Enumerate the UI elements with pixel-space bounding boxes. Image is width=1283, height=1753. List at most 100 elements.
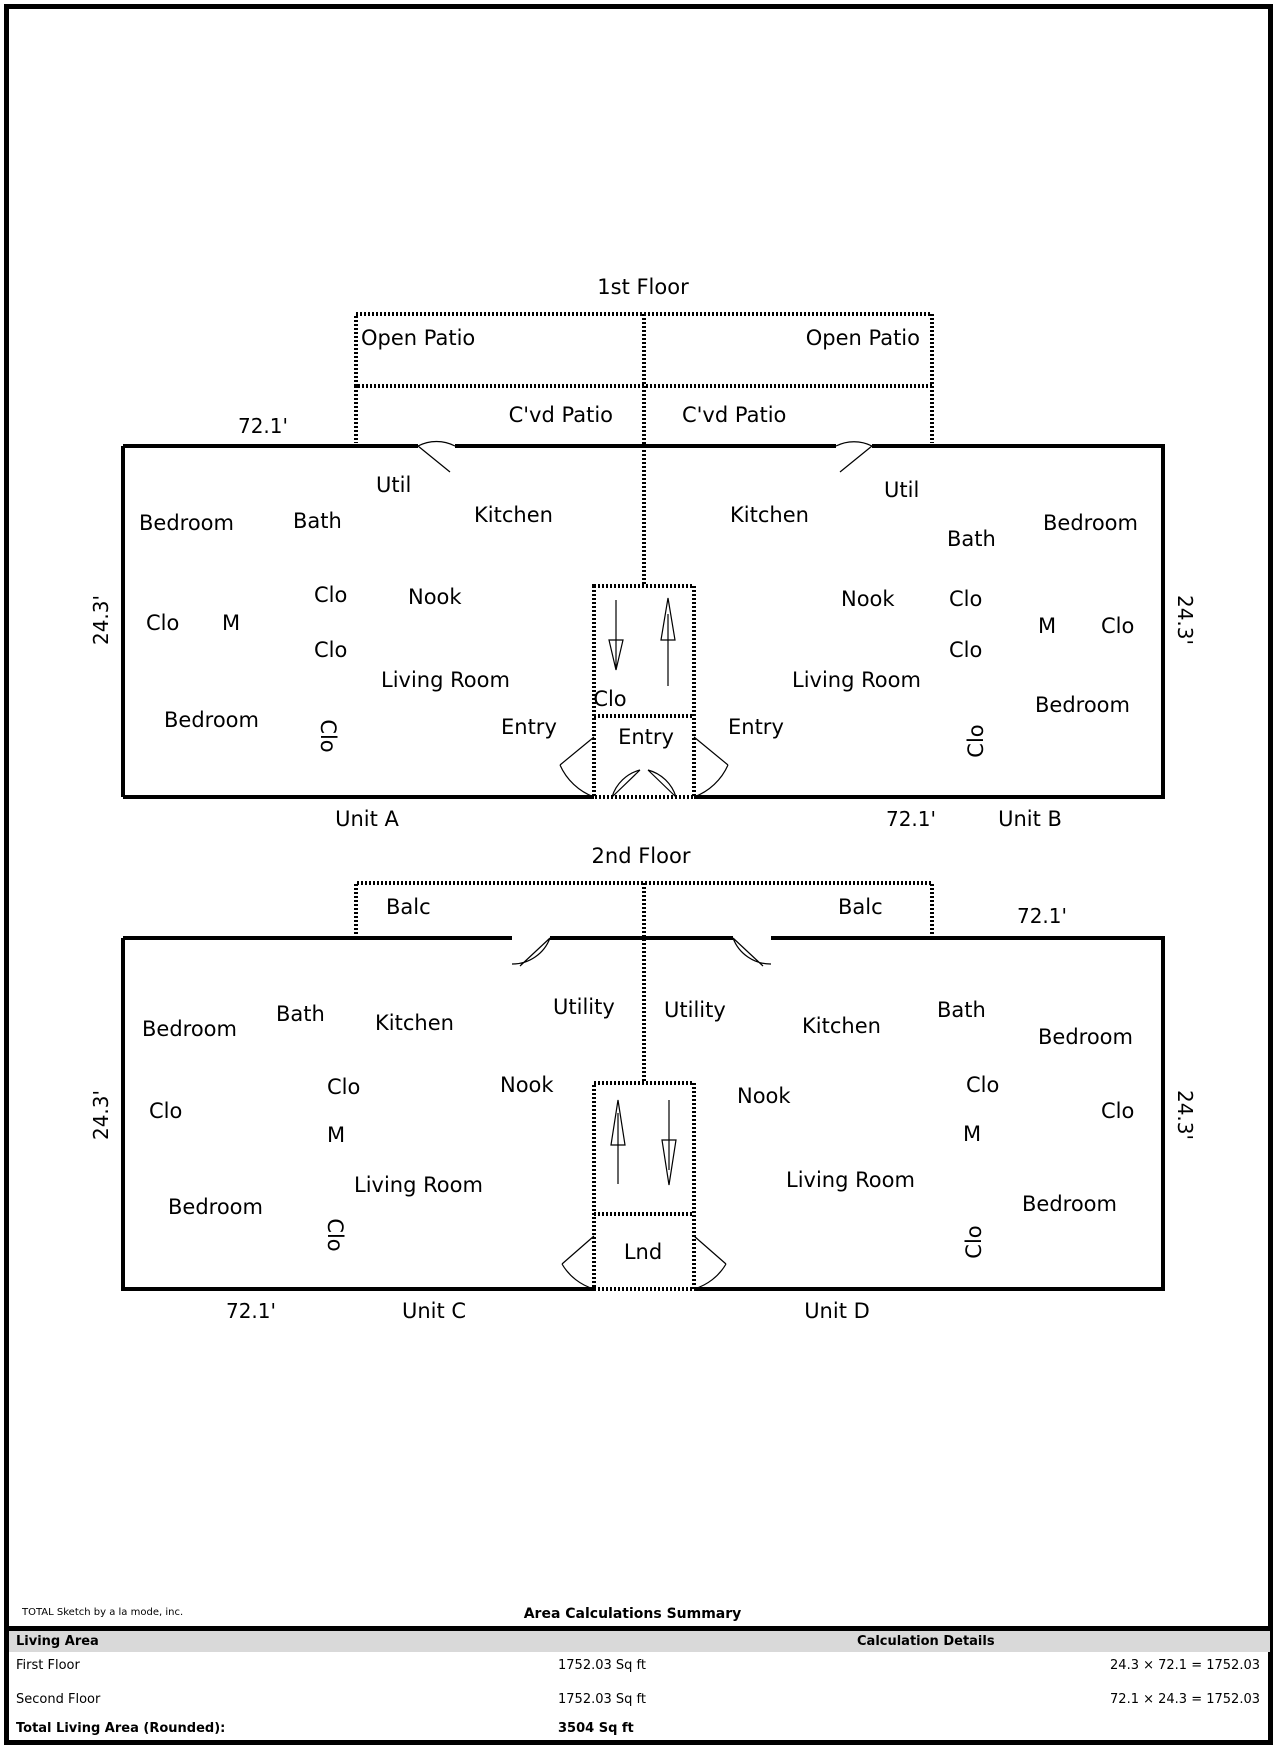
room-label: Entry — [501, 715, 557, 739]
door-swing-icon — [417, 440, 456, 473]
stair-well-2 — [592, 1081, 696, 1291]
cvd-patio-left-label: C'vd Patio — [509, 403, 613, 427]
first-floor-title: 1st Floor — [597, 275, 689, 299]
stair-well-1 — [592, 584, 696, 799]
row-calc: 72.1 × 24.3 = 1752.03 — [1110, 1692, 1260, 1707]
room-label: Kitchen — [730, 503, 809, 527]
room-label: Bath — [276, 1002, 325, 1026]
room-label: Bath — [947, 527, 996, 551]
room-label: Clo — [1101, 614, 1134, 638]
room-label: Clo — [949, 638, 982, 662]
room-label: Nook — [500, 1073, 554, 1097]
room-label: Bedroom — [142, 1017, 237, 1041]
room-label: Bath — [937, 998, 986, 1022]
floor-plan-sketch: 1st Floor Open Patio Open Patio C'vd Pat… — [89, 275, 1197, 1323]
total-label: Total Living Area (Rounded): — [16, 1721, 226, 1736]
summary-header: Living Area Calculation Details — [9, 1631, 1270, 1652]
total-row: Total Living Area (Rounded): 3504 Sq ft — [9, 1719, 1270, 1741]
door-swing-icon — [511, 937, 551, 967]
header-calculation-details: Calculation Details — [857, 1634, 995, 1649]
unit-a-label: Unit A — [335, 807, 399, 831]
unit-d-rooms: Utility Kitchen Bath Bedroom Nook Clo Cl… — [664, 998, 1134, 1259]
room-label: Bedroom — [139, 511, 234, 535]
room-label: Kitchen — [474, 503, 553, 527]
first-floor-outline — [123, 444, 1165, 799]
room-label: M — [327, 1123, 345, 1147]
header-living-area: Living Area — [16, 1634, 99, 1649]
room-label: Living Room — [381, 668, 510, 692]
area-summary-table: Living Area Calculation Details First Fl… — [9, 1626, 1270, 1745]
room-label: Bedroom — [1022, 1192, 1117, 1216]
room-label: Living Room — [792, 668, 921, 692]
room-label: Clo — [149, 1099, 182, 1123]
door-swing-icon — [611, 769, 641, 798]
dim-top-left: 72.1' — [238, 414, 288, 438]
room-label: Clo — [962, 1225, 986, 1258]
dim-left: 24.3' — [89, 595, 113, 645]
dim-left: 24.3' — [89, 1090, 113, 1140]
row-label: Second Floor — [16, 1692, 101, 1707]
room-label: M — [963, 1122, 981, 1146]
dim-top-right: 72.1' — [1017, 904, 1067, 928]
unit-b-rooms: Kitchen Util Bath Bedroom Nook Clo M Clo… — [728, 478, 1138, 758]
room-label: Bedroom — [168, 1195, 263, 1219]
unit-a-rooms: Bedroom Bath Kitchen Util Clo M Clo Nook… — [139, 473, 557, 753]
open-patio-left-label: Open Patio — [361, 326, 475, 350]
room-label: Clo — [966, 1073, 999, 1097]
cvd-patio-right-label: C'vd Patio — [682, 403, 786, 427]
summary-title: Area Calculations Summary — [523, 1606, 742, 1622]
room-label: Utility — [664, 998, 726, 1022]
room-label: Nook — [737, 1084, 791, 1108]
stair-arrow-up-icon — [660, 597, 676, 686]
shared-entry-label: Entry — [618, 725, 674, 749]
room-label: Clo — [314, 638, 347, 662]
room-label: Kitchen — [375, 1011, 454, 1035]
open-patio-right-label: Open Patio — [806, 326, 920, 350]
door-swing-icon — [835, 441, 873, 473]
door-swing-icon — [732, 937, 772, 967]
landing-label: Lnd — [624, 1240, 662, 1264]
dim-right: 24.3' — [1173, 1090, 1197, 1140]
room-label: Bath — [293, 509, 342, 533]
dim-bottom-right: 72.1' — [886, 807, 936, 831]
row-label: First Floor — [16, 1658, 80, 1673]
row-area: 1752.03 Sq ft — [558, 1658, 646, 1673]
balc-right-label: Balc — [838, 895, 883, 919]
door-swing-icon — [693, 1235, 727, 1290]
stair-arrow-down-icon — [608, 600, 624, 671]
dim-right: 24.3' — [1173, 595, 1197, 645]
unit-c-label: Unit C — [402, 1299, 466, 1323]
door-swing-icon — [693, 736, 729, 798]
room-label: Clo — [327, 1075, 360, 1099]
row-area: 1752.03 Sq ft — [558, 1692, 646, 1707]
row-calc: 24.3 × 72.1 = 1752.03 — [1110, 1658, 1260, 1673]
room-label: Clo — [964, 724, 988, 757]
second-floor-title: 2nd Floor — [592, 844, 691, 868]
room-label: Clo — [323, 1218, 347, 1251]
unit-b-label: Unit B — [998, 807, 1062, 831]
second-floor-outline — [121, 936, 1165, 1291]
balc-left-label: Balc — [386, 895, 431, 919]
software-credit: TOTAL Sketch by a la mode, inc. — [22, 1607, 184, 1618]
room-label: Bedroom — [1043, 511, 1138, 535]
dim-bottom-left: 72.1' — [226, 1299, 276, 1323]
stair-clo-label: Clo — [593, 687, 626, 711]
room-label: Nook — [841, 587, 895, 611]
door-swing-icon — [561, 1235, 595, 1290]
room-label: Bedroom — [1035, 693, 1130, 717]
room-label: Bedroom — [164, 708, 259, 732]
room-label: Clo — [314, 583, 347, 607]
room-label: Clo — [316, 719, 340, 752]
table-row: First Floor 1752.03 Sq ft 24.3 × 72.1 = … — [9, 1656, 1270, 1678]
room-label: Living Room — [354, 1173, 483, 1197]
table-row: Second Floor 1752.03 Sq ft 72.1 × 24.3 =… — [9, 1690, 1270, 1712]
page-frame — [4, 4, 1273, 1745]
room-label: Kitchen — [802, 1014, 881, 1038]
unit-c-rooms: Bedroom Bath Kitchen Utility Clo Clo M N… — [142, 995, 615, 1252]
stair-arrow-down-icon — [661, 1100, 677, 1186]
room-label: Utility — [553, 995, 615, 1019]
room-label: Util — [376, 473, 411, 497]
room-label: Util — [884, 478, 919, 502]
stair-arrow-up-icon — [610, 1099, 626, 1184]
room-label: M — [222, 611, 240, 635]
